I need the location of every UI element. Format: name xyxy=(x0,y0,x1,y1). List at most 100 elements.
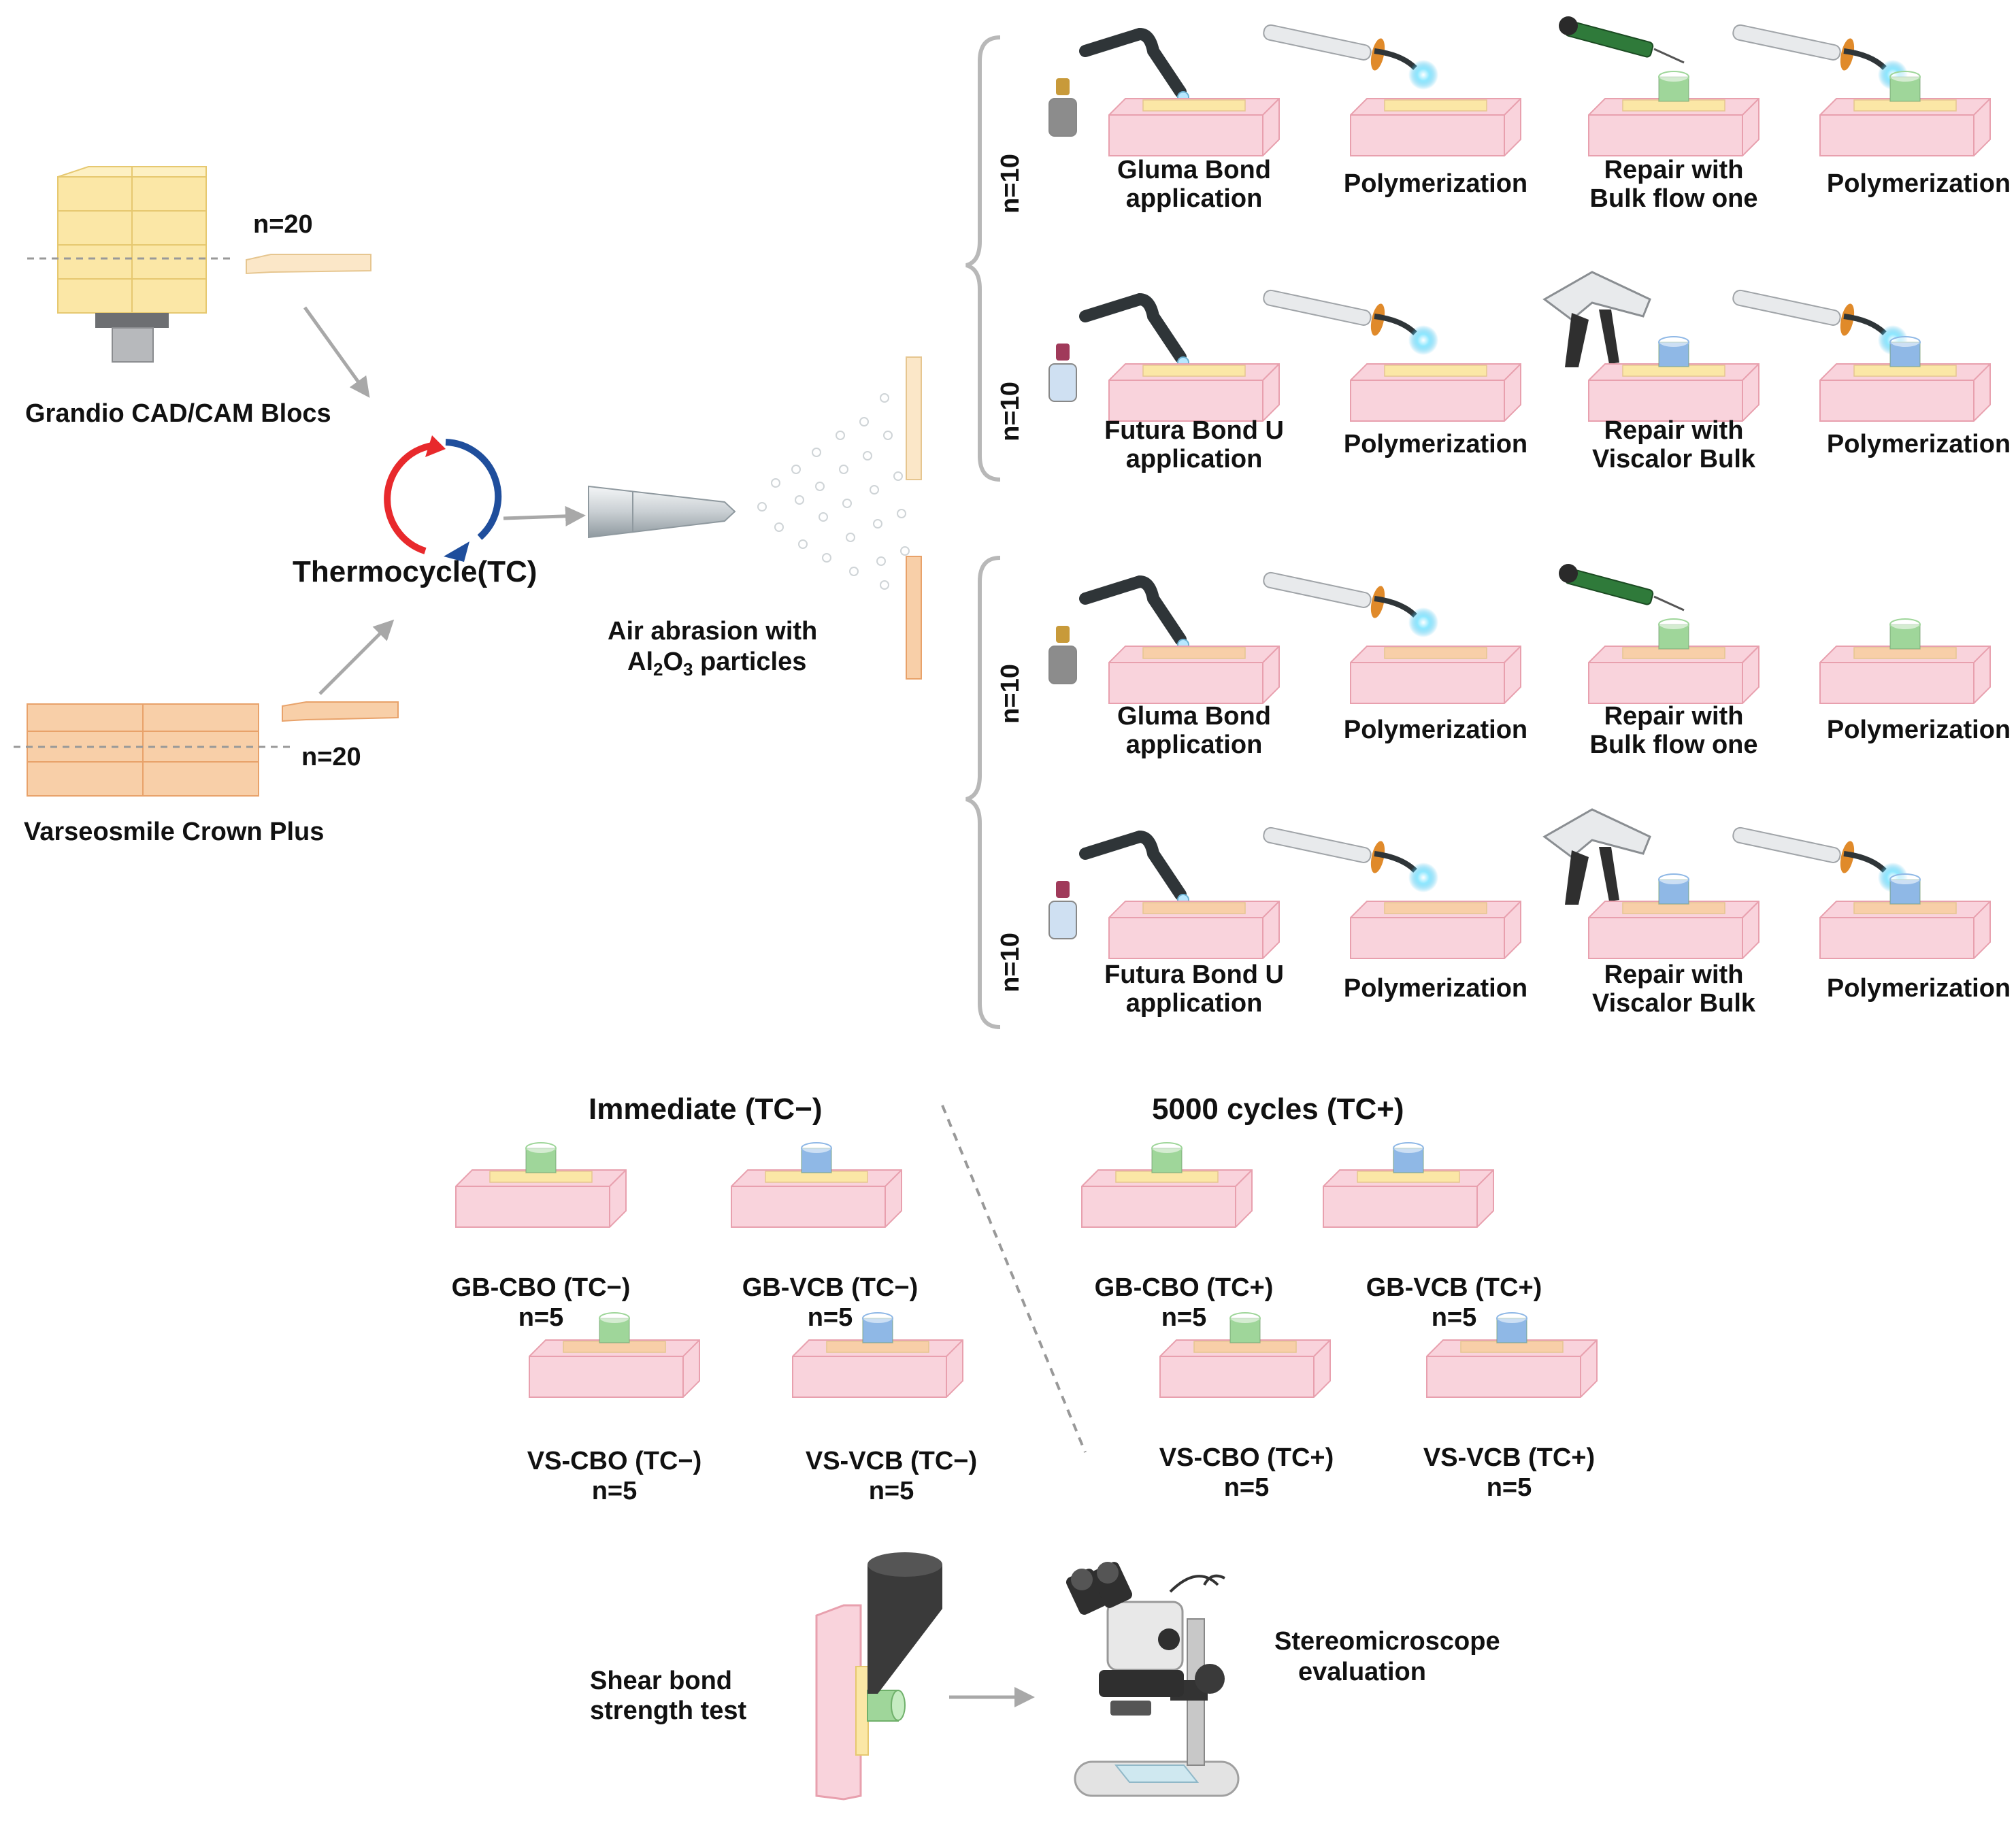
group-n-row2: n=10 xyxy=(996,382,1025,441)
step-label-r1-c2-line1: Polymerization xyxy=(1344,169,1527,198)
group-6: GB-VCB (TC+)n=5 xyxy=(1323,1142,1542,1332)
specimen-step3 xyxy=(1588,71,1759,156)
air-abrasion-line2: Al2O3 particles xyxy=(627,648,806,680)
grandio-label: Grandio CAD/CAM Blocs xyxy=(25,399,331,428)
curing-light-icon xyxy=(1263,24,1438,90)
specimen-step4 xyxy=(1819,336,1991,422)
specimen-step4 xyxy=(1819,618,1991,704)
step-label-r4-c1-line2: application xyxy=(1126,989,1263,1018)
group-n: n=5 xyxy=(808,1303,853,1332)
specimen-step2 xyxy=(1350,646,1521,704)
specimen-step1 xyxy=(1108,363,1280,422)
step-label-r2-c1-line2: application xyxy=(1126,445,1263,473)
brace-varseo xyxy=(965,556,1001,1029)
group-n: n=5 xyxy=(1161,1303,1207,1332)
step-label-r4-c2-line1: Polymerization xyxy=(1344,974,1527,1003)
step-label-r1-c4-line1: Polymerization xyxy=(1827,169,2011,198)
group-n-row3: n=10 xyxy=(996,664,1025,724)
group-8: VS-VCB (TC+)n=5 xyxy=(1423,1312,1598,1502)
group-3: VS-CBO (TC−)n=5 xyxy=(527,1312,701,1505)
arrow-varseo-to-tc xyxy=(318,619,395,695)
group-n: n=5 xyxy=(592,1477,638,1505)
composite-syringe-icon xyxy=(1559,16,1685,64)
cycles-heading: 5000 cycles (TC+) xyxy=(1152,1092,1404,1126)
group-n-row1: n=10 xyxy=(996,154,1025,214)
step-label-r3-c1-line2: application xyxy=(1126,731,1263,759)
arrow-grandio-to-tc xyxy=(303,306,370,398)
stereomicroscope-icon xyxy=(1066,1562,1240,1797)
group-n: n=5 xyxy=(1487,1473,1532,1502)
group-name: VS-CBO (TC+) xyxy=(1159,1443,1334,1472)
grandio-slice xyxy=(246,254,371,275)
specimen-step1 xyxy=(1108,646,1280,704)
group-name: GB-VCB (TC−) xyxy=(742,1273,919,1302)
step-label-r2-c4-line1: Polymerization xyxy=(1827,430,2011,458)
step-label-r4-c3-line2: Viscalor Bulk xyxy=(1592,989,1756,1018)
stereo-line2: evaluation xyxy=(1298,1658,1426,1686)
specimen-step3 xyxy=(1588,618,1759,704)
shear-test-line2: strength test xyxy=(590,1696,746,1725)
varseo-n: n=20 xyxy=(301,743,361,771)
composite-syringe-icon xyxy=(1559,564,1685,612)
bonding-bottle-icon xyxy=(1048,78,1077,137)
step-label-r1-c1-line2: application xyxy=(1126,184,1263,213)
group-7: VS-CBO (TC+)n=5 xyxy=(1159,1312,1334,1502)
air-abrasion-nozzle xyxy=(588,485,736,539)
group-4: VS-VCB (TC−)n=5 xyxy=(792,1312,977,1505)
curing-light-icon xyxy=(1263,289,1438,355)
specimen-step2 xyxy=(1350,901,1521,959)
arrow-tc-to-abrasion xyxy=(503,505,586,526)
group-specimen xyxy=(731,1142,902,1228)
thermocycle-icon xyxy=(384,435,502,562)
specimen-step3 xyxy=(1588,873,1759,959)
step-label-r3-c2-line1: Polymerization xyxy=(1344,716,1527,744)
specimen-step4 xyxy=(1819,71,1991,156)
step-label-r4-c3-line1: Repair with xyxy=(1604,960,1744,989)
bond-applicator-icon xyxy=(1079,292,1189,369)
varseo-block xyxy=(27,703,259,797)
step-label-r4-c4-line1: Polymerization xyxy=(1827,974,2011,1003)
group-5: GB-CBO (TC+)n=5 xyxy=(1081,1142,1274,1332)
step-label-r1-c3-line2: Bulk flow one xyxy=(1590,184,1758,213)
step-label-r3-c1-line1: Gluma Bond xyxy=(1117,702,1271,731)
step-label-r3-c3-line2: Bulk flow one xyxy=(1590,731,1758,759)
bond-applicator-icon xyxy=(1079,830,1189,906)
curing-light-icon xyxy=(1732,826,1908,892)
group-n: n=5 xyxy=(518,1303,564,1332)
group-1: GB-CBO (TC−)n=5 xyxy=(452,1142,631,1332)
group-name: VS-VCB (TC−) xyxy=(806,1447,977,1475)
step-label-r1-c1-line1: Gluma Bond xyxy=(1117,156,1271,184)
group-name: GB-CBO (TC−) xyxy=(452,1273,631,1302)
step-label-r3-c4-line1: Polymerization xyxy=(1827,716,2011,744)
bonding-bottle-icon xyxy=(1048,344,1077,402)
group-n: n=5 xyxy=(869,1477,914,1505)
dispenser-gun-icon xyxy=(1542,808,1651,905)
step-label-r1-c3-line1: Repair with xyxy=(1604,156,1744,184)
group-name: GB-CBO (TC+) xyxy=(1095,1273,1274,1302)
bond-applicator-icon xyxy=(1079,27,1189,103)
immediate-heading: Immediate (TC−) xyxy=(589,1092,823,1126)
bonding-bottle-icon xyxy=(1048,881,1077,939)
group-specimen xyxy=(792,1312,963,1398)
group-n: n=5 xyxy=(1224,1473,1270,1502)
group-specimen xyxy=(1081,1142,1253,1228)
curing-light-icon xyxy=(1263,826,1438,892)
grandio-n: n=20 xyxy=(253,210,313,239)
curing-light-icon xyxy=(1263,571,1438,637)
group-specimen xyxy=(1323,1142,1494,1228)
step-label-r4-c1-line1: Futura Bond U xyxy=(1104,960,1284,989)
step-label-r2-c1-line1: Futura Bond U xyxy=(1104,416,1284,445)
curing-light-icon xyxy=(1732,289,1908,355)
group-n: n=5 xyxy=(1432,1303,1477,1332)
group-specimen xyxy=(1426,1312,1598,1398)
dispenser-gun-icon xyxy=(1542,271,1651,367)
bonding-bottle-icon xyxy=(1048,626,1077,684)
specimen-step2 xyxy=(1350,98,1521,156)
grandio-block xyxy=(57,166,207,363)
